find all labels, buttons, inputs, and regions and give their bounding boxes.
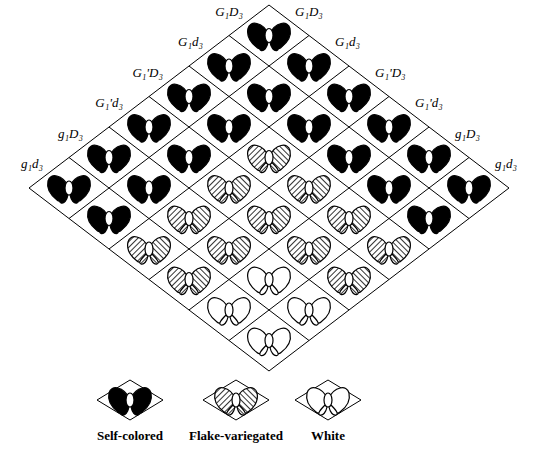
gamete-label: G₁D₃ [295, 4, 323, 19]
gamete-label: g₁D₃ [58, 126, 83, 141]
flower-icons [48, 23, 491, 355]
gamete-label: G₁'d₃ [95, 95, 123, 110]
legend-samples [97, 380, 361, 420]
gamete-label: G₁'d₃ [415, 95, 443, 110]
gamete-label: G₁'D₃ [132, 65, 163, 80]
grid-lines [29, 5, 509, 371]
legend-text: White [311, 428, 345, 443]
legend-text: Self-colored [97, 428, 163, 443]
gamete-label: g₁D₃ [455, 126, 480, 141]
gamete-label: G₁D₃ [215, 4, 243, 19]
gamete-label: g₁d₃ [21, 156, 43, 171]
gamete-label: G₁'D₃ [375, 65, 406, 80]
gamete-label: G₁d₃ [178, 34, 203, 49]
gamete-label: G₁d₃ [335, 34, 360, 49]
gamete-label: g₁d₃ [495, 156, 517, 171]
legend-text: Flake-variegated [189, 428, 283, 443]
